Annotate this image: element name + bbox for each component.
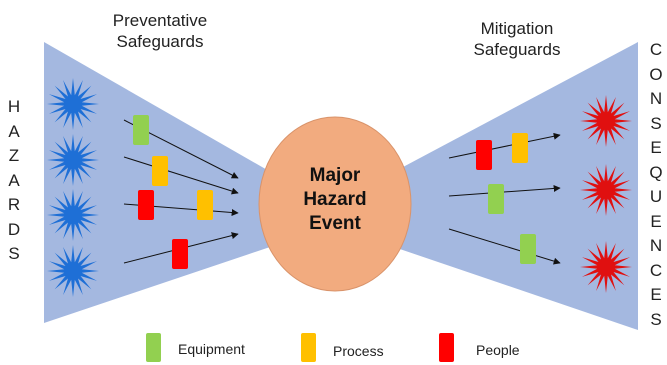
threat-arrow bbox=[123, 156, 239, 195]
hazard-star-icon bbox=[47, 78, 99, 130]
legend-people-swatch bbox=[439, 333, 454, 362]
process-barrier bbox=[152, 156, 168, 186]
consequence-star-icon bbox=[580, 164, 632, 216]
consequence-arrow bbox=[448, 132, 561, 159]
consequence-arrow bbox=[448, 184, 561, 197]
mitigation-wing bbox=[388, 42, 638, 330]
people-barrier bbox=[138, 190, 154, 220]
preventative-safeguards-title: Preventative Safeguards bbox=[112, 11, 208, 52]
legend-process-label: Process bbox=[333, 343, 384, 359]
legend-equipment-swatch bbox=[146, 333, 161, 362]
legend-people-label: People bbox=[476, 342, 520, 358]
consequence-star-icon bbox=[580, 241, 632, 293]
hazard-star-icon bbox=[47, 134, 99, 186]
process-barrier bbox=[512, 133, 528, 163]
people-barrier bbox=[476, 140, 492, 170]
consequence-star-icon bbox=[580, 95, 632, 147]
major-hazard-event-ellipse bbox=[258, 116, 412, 292]
consequence-arrow bbox=[448, 228, 561, 265]
equipment-barrier bbox=[520, 234, 536, 264]
equipment-barrier bbox=[488, 184, 504, 214]
process-barrier bbox=[197, 190, 213, 220]
legend-process-swatch bbox=[301, 333, 316, 362]
hazard-star-icon bbox=[47, 245, 99, 297]
mitigation-safeguards-title: Mitigation Safeguards bbox=[473, 19, 561, 60]
hazard-star-icon bbox=[47, 189, 99, 241]
equipment-barrier bbox=[133, 115, 149, 145]
people-barrier bbox=[172, 239, 188, 269]
legend-equipment-label: Equipment bbox=[178, 341, 245, 357]
major-hazard-event-label: Major Hazard Event bbox=[303, 165, 367, 235]
